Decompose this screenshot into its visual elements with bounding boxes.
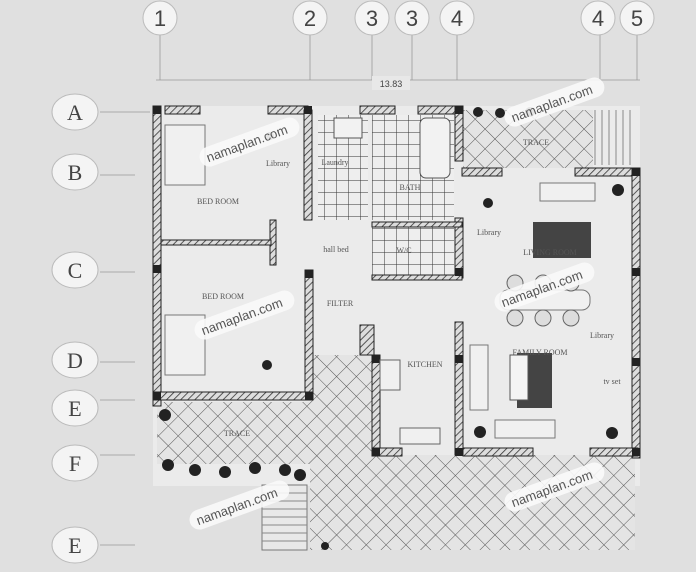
grid-column-markers: 1 2 3 3 4 4 5: [142, 0, 655, 36]
room-label-family-room: FAMILY ROOM: [513, 348, 568, 357]
stove: [379, 359, 401, 391]
room-label-laundry: Laundry: [321, 158, 348, 167]
coffee-table: [509, 354, 529, 401]
room-label-trace: TRACE: [224, 429, 250, 438]
terrace-left: [157, 402, 317, 464]
column-marker: 5: [631, 6, 643, 31]
room-label-bath: BATH: [400, 183, 421, 192]
room-label-library: Library: [266, 159, 290, 168]
plants: [159, 107, 624, 550]
sofa-family-bottom: [494, 419, 556, 439]
room-labels: Library Laundry BATH BED ROOM hall bed W…: [197, 138, 621, 438]
bed-1: [164, 124, 206, 186]
room-label-hall: hall bed: [323, 245, 349, 254]
room-label-bedroom: BED ROOM: [197, 197, 239, 206]
grid-row-markers: A B C D E F E: [51, 93, 99, 564]
room-label-living-room: LIVING ROOM: [523, 248, 577, 257]
column-marker: 1: [154, 6, 166, 31]
column-marker: 4: [592, 6, 604, 31]
columns: [153, 106, 640, 456]
row-marker: A: [67, 100, 83, 125]
column-marker: 3: [366, 6, 378, 31]
room-label-trace: TRACE: [523, 138, 549, 147]
row-marker: E: [68, 533, 81, 558]
row-marker: F: [69, 451, 81, 476]
room-label-bedroom: BED ROOM: [202, 292, 244, 301]
room-label-kitchen: KITCHEN: [407, 360, 442, 369]
row-marker: D: [67, 348, 83, 373]
sofa-living: [539, 182, 596, 202]
dimension-label: 13.83: [380, 79, 403, 89]
row-marker: E: [68, 396, 81, 421]
room-label-library: Library: [477, 228, 501, 237]
room-label-library: Library: [590, 331, 614, 340]
column-marker: 4: [451, 6, 463, 31]
rug-living: [533, 222, 591, 258]
column-marker: 3: [406, 6, 418, 31]
row-marker: C: [68, 258, 83, 283]
column-marker: 2: [304, 6, 316, 31]
washer: [333, 117, 363, 139]
room-label-filter: FILTER: [327, 299, 354, 308]
sink: [399, 427, 441, 445]
sofa-family: [469, 344, 489, 411]
room-label-tv-set: tv set: [603, 377, 621, 386]
wc-floor: [372, 225, 454, 275]
bathtub: [419, 117, 451, 179]
grid-lines: [100, 34, 640, 546]
room-label-wc: W/C: [396, 246, 411, 255]
bed-2: [164, 314, 206, 376]
row-marker: B: [68, 160, 83, 185]
